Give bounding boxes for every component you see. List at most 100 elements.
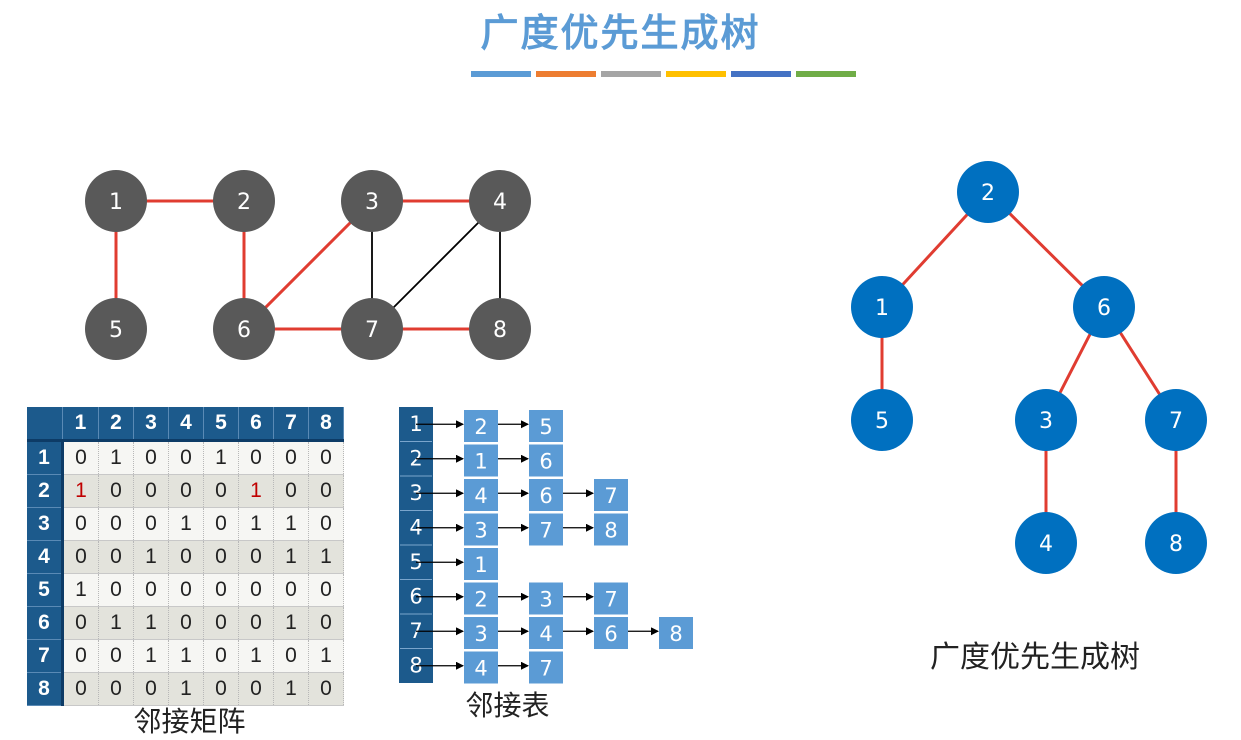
title-bar-segment <box>536 71 596 77</box>
adjacency-list-node <box>529 617 563 649</box>
matrix-cell: 0 <box>308 507 344 541</box>
matrix-cell: 0 <box>238 606 274 640</box>
matrix-cell: 0 <box>273 440 309 475</box>
matrix-cell: 1 <box>98 606 134 640</box>
adjacency-list-node <box>529 444 563 477</box>
matrix-col-header: 1 <box>62 407 99 442</box>
matrix-cell: 0 <box>308 672 344 706</box>
matrix-row-header: 1 <box>27 440 64 475</box>
matrix-cell: 1 <box>238 474 274 508</box>
matrix-cell: 1 <box>273 540 309 574</box>
matrix-cell: 0 <box>168 606 204 640</box>
matrix-cell: 0 <box>273 474 309 508</box>
adjacency-list-node <box>594 513 628 546</box>
adjacency-list-node <box>464 479 498 511</box>
matrix-cell: 0 <box>308 573 344 607</box>
matrix-cell: 0 <box>62 639 99 673</box>
tree-node-label: 8 <box>1169 532 1183 557</box>
graph-node-2 <box>213 170 275 232</box>
tree-node-label: 3 <box>1039 409 1053 434</box>
matrix-row-header: 4 <box>27 540 64 574</box>
adjacency-list-node <box>594 479 628 511</box>
matrix-cell: 0 <box>238 540 274 574</box>
tree-node-label: 4 <box>1039 532 1053 557</box>
graph-node-5 <box>85 298 147 360</box>
matrix-row-header: 3 <box>27 507 64 541</box>
graph-node-label: 6 <box>237 318 251 343</box>
adjacency-list-node <box>529 410 563 442</box>
matrix-cell: 0 <box>62 672 99 706</box>
title-bar-segment <box>471 71 531 77</box>
matrix-cell: 0 <box>133 507 169 541</box>
tree-caption: 广度优先生成树 <box>930 640 1140 675</box>
matrix-cell: 1 <box>273 507 309 541</box>
matrix-cell: 0 <box>98 573 134 607</box>
matrix-cell: 0 <box>133 672 169 706</box>
matrix-cell: 0 <box>168 474 204 508</box>
matrix-cell: 1 <box>133 639 169 673</box>
adjacency-list-node <box>464 548 498 580</box>
matrix-cell: 0 <box>98 474 134 508</box>
matrix-cell: 1 <box>273 672 309 706</box>
matrix-cell: 1 <box>273 606 309 640</box>
matrix-cell: 0 <box>133 573 169 607</box>
matrix-cell: 0 <box>98 639 134 673</box>
adjacency-list-node-label: 5 <box>539 415 552 439</box>
adjacency-list-node <box>464 617 498 649</box>
graph-node-7 <box>341 298 403 360</box>
adjacency-list-node <box>529 513 563 546</box>
adjacency-list-node-label: 6 <box>539 450 552 474</box>
graph-node-label: 5 <box>109 318 123 343</box>
tree-node-2 <box>957 161 1019 223</box>
matrix-cell: 0 <box>168 440 204 475</box>
adjacency-list-node-label: 8 <box>669 622 682 646</box>
adjacency-list-caption: 邻接表 <box>465 689 550 722</box>
title-color-bar <box>471 71 861 90</box>
matrix-cell: 0 <box>62 606 99 640</box>
matrix-cell: 0 <box>62 440 99 475</box>
tree-node-1 <box>851 276 913 338</box>
adjacency-list-node-label: 7 <box>539 657 552 681</box>
adjacency-list-node <box>529 479 563 511</box>
matrix-cell: 1 <box>133 606 169 640</box>
tree-node-label: 5 <box>875 409 889 434</box>
matrix-cell: 0 <box>308 474 344 508</box>
matrix-cell: 1 <box>238 639 274 673</box>
matrix-cell: 1 <box>168 639 204 673</box>
matrix-cell: 0 <box>203 606 239 640</box>
tree-node-label: 6 <box>1097 296 1111 321</box>
graph-node-8 <box>469 298 531 360</box>
tree-node-3 <box>1015 389 1077 451</box>
page-title: 广度优先生成树 <box>480 11 761 55</box>
matrix-row-header: 2 <box>27 474 64 508</box>
matrix-cell: 1 <box>133 540 169 574</box>
adjacency-list-node-label: 2 <box>474 588 487 612</box>
tree-node-7 <box>1145 389 1207 451</box>
graph-node-label: 2 <box>237 190 251 215</box>
graph-node-4 <box>469 170 531 232</box>
matrix-cell: 1 <box>98 440 134 475</box>
matrix-cell: 0 <box>98 507 134 541</box>
matrix-cell: 1 <box>203 440 239 475</box>
adjacency-list-node <box>464 582 498 615</box>
matrix-cell: 0 <box>273 639 309 673</box>
matrix-cell: 0 <box>238 573 274 607</box>
title-bar-segment <box>731 71 791 77</box>
matrix-cell: 0 <box>203 474 239 508</box>
matrix-corner <box>27 407 63 442</box>
matrix-cell: 0 <box>238 440 274 475</box>
tree-node-label: 2 <box>981 181 995 206</box>
graph-node-label: 4 <box>493 190 507 215</box>
matrix-cell: 0 <box>273 573 309 607</box>
matrix-cell: 1 <box>62 573 99 607</box>
adjacency-list-node <box>594 617 628 649</box>
matrix-caption: 邻接矩阵 <box>133 705 246 738</box>
adjacency-list-node-label: 4 <box>474 484 487 508</box>
